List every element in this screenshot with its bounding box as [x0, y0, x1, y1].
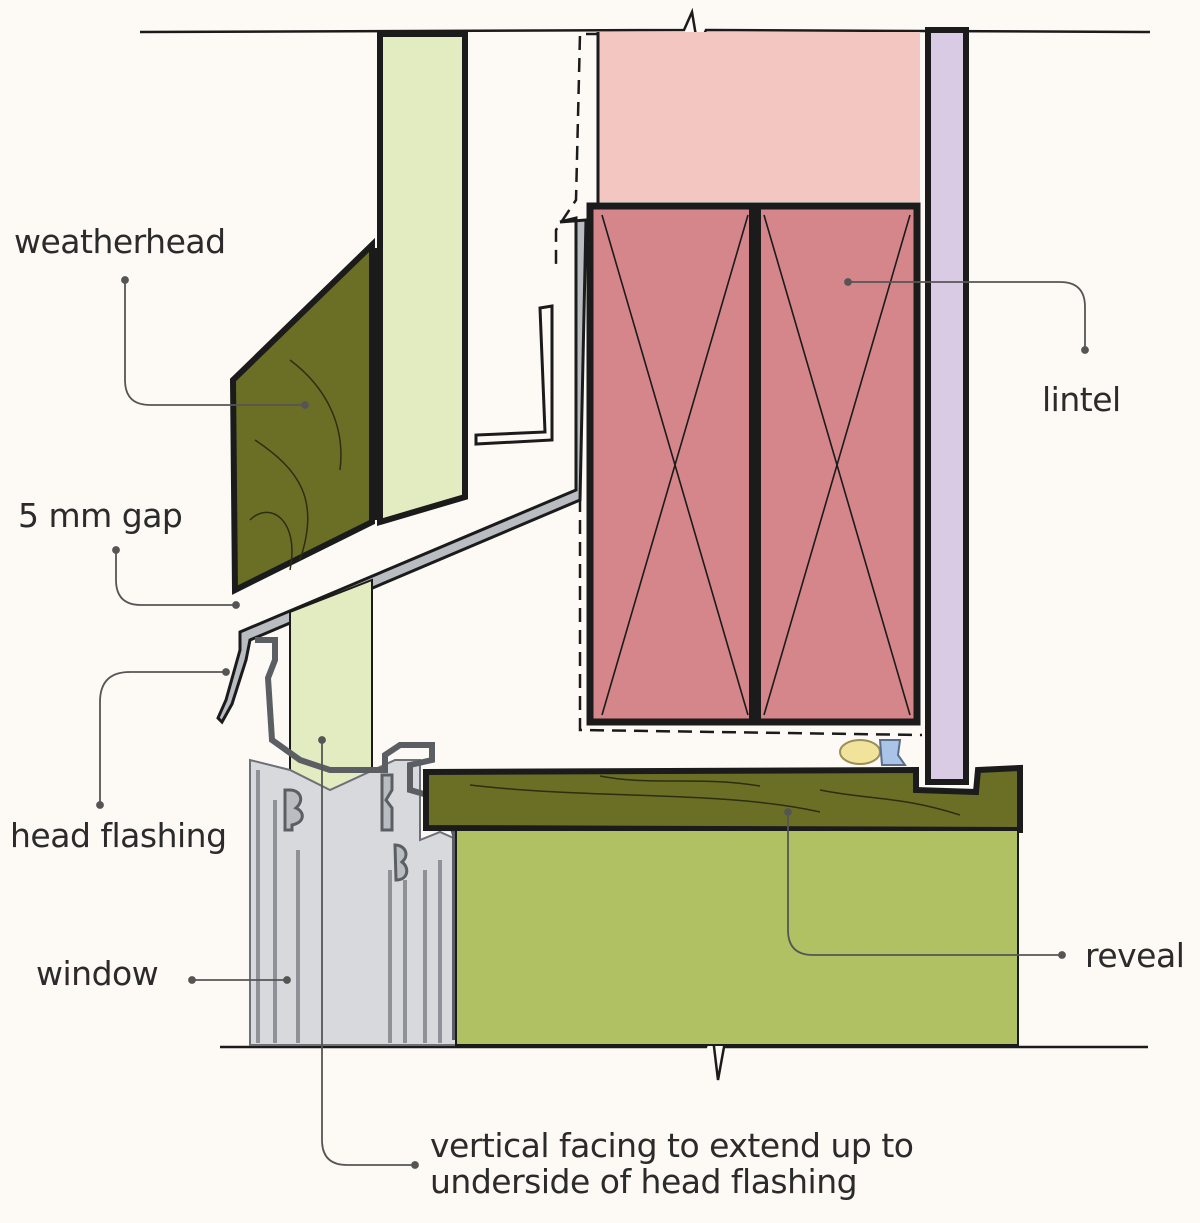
label-5mm-gap: 5 mm gap — [18, 496, 183, 535]
label-reveal: reveal — [1085, 936, 1185, 975]
upper-facing-board — [377, 31, 468, 527]
weatherhead-grain — [249, 359, 342, 571]
interior-lining — [925, 27, 969, 785]
leader-lines — [96, 276, 1089, 1169]
head-flashing-profile — [216, 216, 588, 725]
weatherhead-board — [229, 237, 375, 595]
window-frame — [249, 637, 459, 1046]
bottom-break-line — [220, 1029, 1148, 1081]
label-weatherhead: weatherhead — [14, 222, 226, 261]
reveal-lower-board — [455, 829, 1019, 1046]
lintel-member — [586, 202, 921, 726]
label-vertical-facing-line2: underside of head flashing — [430, 1162, 858, 1201]
top-break-line — [139, 7, 1151, 53]
label-lintel: lintel — [1042, 380, 1121, 419]
sealant-blue — [878, 739, 907, 766]
sealant-yellow — [839, 739, 881, 765]
label-head-flashing: head flashing — [10, 816, 227, 855]
label-vertical-facing-line1: vertical facing to extend up to — [430, 1126, 914, 1165]
reveal-grain — [469, 775, 961, 816]
label-window: window — [36, 954, 159, 993]
upper-framing-block — [598, 32, 920, 202]
label-vertical-facing: vertical facing to extend up to undersid… — [430, 1128, 950, 1200]
